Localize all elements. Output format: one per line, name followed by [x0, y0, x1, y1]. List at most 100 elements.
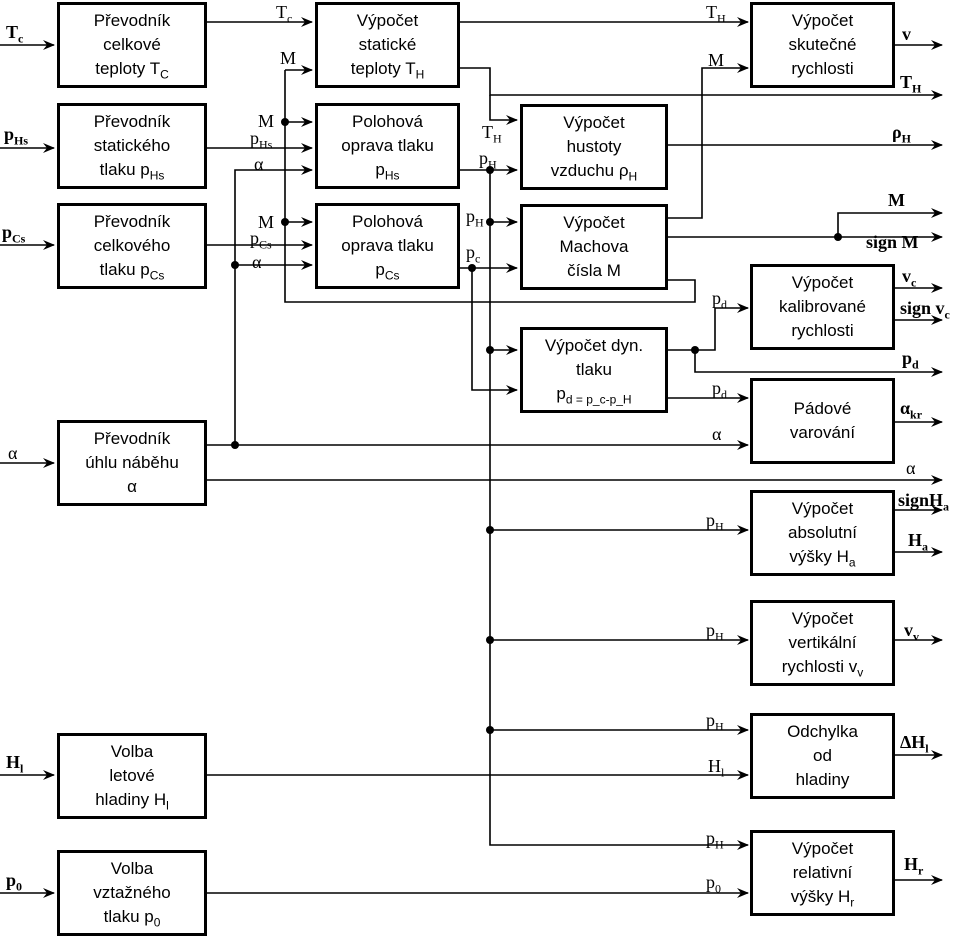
box-text-line: α	[127, 477, 137, 496]
output-label-v: v	[902, 24, 911, 44]
box-text-line: vertikální	[788, 633, 857, 652]
air-density-calc-box: Výpočet hustoty vzduchu ρH	[520, 104, 668, 190]
box-text-line: Výpočet	[563, 213, 625, 232]
output-label-rho: ρH	[892, 122, 911, 146]
box-text-line: Polohová	[352, 212, 423, 231]
box-text-line: Výpočet	[563, 113, 625, 132]
static-temperature-calc-box: Výpočet statické teploty TH	[315, 2, 460, 88]
box-text-line: varování	[789, 423, 856, 442]
label-c3-alpha: α	[252, 252, 262, 272]
output-label-delta-hl: ΔHl	[900, 732, 929, 756]
box-text-line: Výpočet dyn.	[544, 336, 644, 355]
output-label-alpha-kr: αkr	[900, 398, 923, 422]
label-e2-pd: pd	[712, 288, 727, 312]
output-label-alpha: α	[906, 458, 916, 478]
label-c1-m: M	[280, 48, 297, 68]
static-pressure-position-correction-box: Polohová oprava tlaku pHs	[315, 103, 460, 189]
wire-m-e1	[668, 63, 749, 219]
box-text-line: rychlosti vv	[781, 657, 864, 680]
box-text-line: Výpočet	[791, 11, 854, 30]
label-e6-ph: pH	[706, 710, 724, 734]
box-text-line: pd = p_c-p_H	[556, 384, 632, 407]
box-text-line: relativní	[792, 863, 853, 882]
label-e7-ph: pH	[706, 828, 724, 852]
box-text-line: úhlu náběhu	[85, 453, 179, 472]
output-label-vv: vv	[904, 620, 919, 644]
box-text-line: tlaku p0	[103, 907, 161, 930]
box-text-line: Polohová	[352, 112, 423, 131]
input-label-tc: Tc	[6, 22, 24, 46]
box-text-line: čísla M	[567, 261, 621, 280]
box-text-line: Výpočet	[791, 839, 854, 858]
input-label-phs: pHs	[4, 124, 29, 148]
label-c2-m: M	[258, 111, 275, 131]
box-text-line: skutečné	[788, 35, 857, 54]
output-label-m: M	[888, 190, 905, 210]
box-text-line: teploty TC	[95, 59, 169, 82]
box-text-line: Výpočet	[791, 609, 854, 628]
stall-warning-box: Pádové varování	[750, 378, 895, 464]
box-text-line: statické	[358, 35, 417, 54]
label-e6-hl: Hl	[708, 756, 725, 780]
box-text-line: Pádové	[793, 399, 852, 418]
box-text-line: Výpočet	[356, 11, 419, 30]
label-d1-ph: pH	[479, 148, 497, 172]
input-label-alpha: α	[8, 443, 18, 463]
box-text-line: výšky Hr	[790, 887, 855, 910]
label-e7-p0: p0	[706, 872, 721, 896]
box-text-line: Převodník	[93, 11, 171, 30]
relative-altitude-calc-box: Výpočet relativní výšky Hr	[750, 830, 895, 916]
box-text-line: vzduchu ρH	[550, 161, 638, 184]
box-text-line: pHs	[375, 160, 400, 183]
box-text-line: letové	[109, 766, 155, 785]
box-text-line: Převodník	[93, 429, 171, 448]
box-text-line: Výpočet	[791, 273, 854, 292]
box-text-line: hustoty	[566, 137, 622, 156]
output-label-sign-vc: sign vc	[900, 298, 950, 322]
box-text-line: pCs	[375, 260, 400, 283]
box-text-line: Volba	[110, 742, 154, 761]
box-text-line: Volba	[110, 859, 154, 878]
box-text-line: Výpočet	[791, 499, 854, 518]
box-text-line: oprava tlaku	[341, 136, 434, 155]
label-c2-alpha: α	[254, 154, 264, 174]
label-e3-alpha: α	[712, 424, 722, 444]
box-text-line: teploty TH	[350, 59, 425, 82]
output-label-hr: Hr	[904, 854, 924, 878]
label-d2-ph: pH	[466, 206, 484, 230]
input-label-pcs: pCs	[2, 222, 26, 246]
label-e1-th: TH	[706, 2, 726, 26]
junction-dots	[231, 118, 842, 734]
input-label-p0: p0	[6, 870, 23, 894]
output-label-vc: vc	[902, 266, 917, 290]
output-label-sign-ha: signHa	[898, 490, 950, 514]
box-text-line: tlaku pCs	[99, 260, 165, 283]
box-text-line: absolutní	[788, 523, 857, 542]
box-text-line: hladiny	[795, 770, 850, 789]
box-text-line: rychlosti	[791, 321, 854, 340]
box-text-line: kalibrované	[779, 297, 866, 316]
box-text-line: Převodník	[93, 112, 171, 131]
calibrated-airspeed-calc-box: Výpočet kalibrované rychlosti	[750, 264, 895, 350]
input-label-hl: Hl	[6, 752, 24, 776]
label-e3-pd: pd	[712, 378, 727, 402]
output-label-pd: pd	[902, 348, 919, 372]
box-text-line: výšky Ha	[789, 547, 856, 570]
label-c1-tc: Tc	[276, 2, 293, 26]
label-c2-phs: pHs	[250, 128, 273, 152]
box-text-line: vztažného	[93, 883, 171, 902]
label-e4-ph: pH	[706, 510, 724, 534]
box-text-line: statického	[93, 136, 171, 155]
box-text-line: Odchylka	[787, 722, 858, 741]
box-text-line: celkového	[93, 236, 171, 255]
reference-pressure-selection-box: Volba vztažného tlaku p0	[57, 850, 207, 936]
label-c3-m: M	[258, 212, 275, 232]
